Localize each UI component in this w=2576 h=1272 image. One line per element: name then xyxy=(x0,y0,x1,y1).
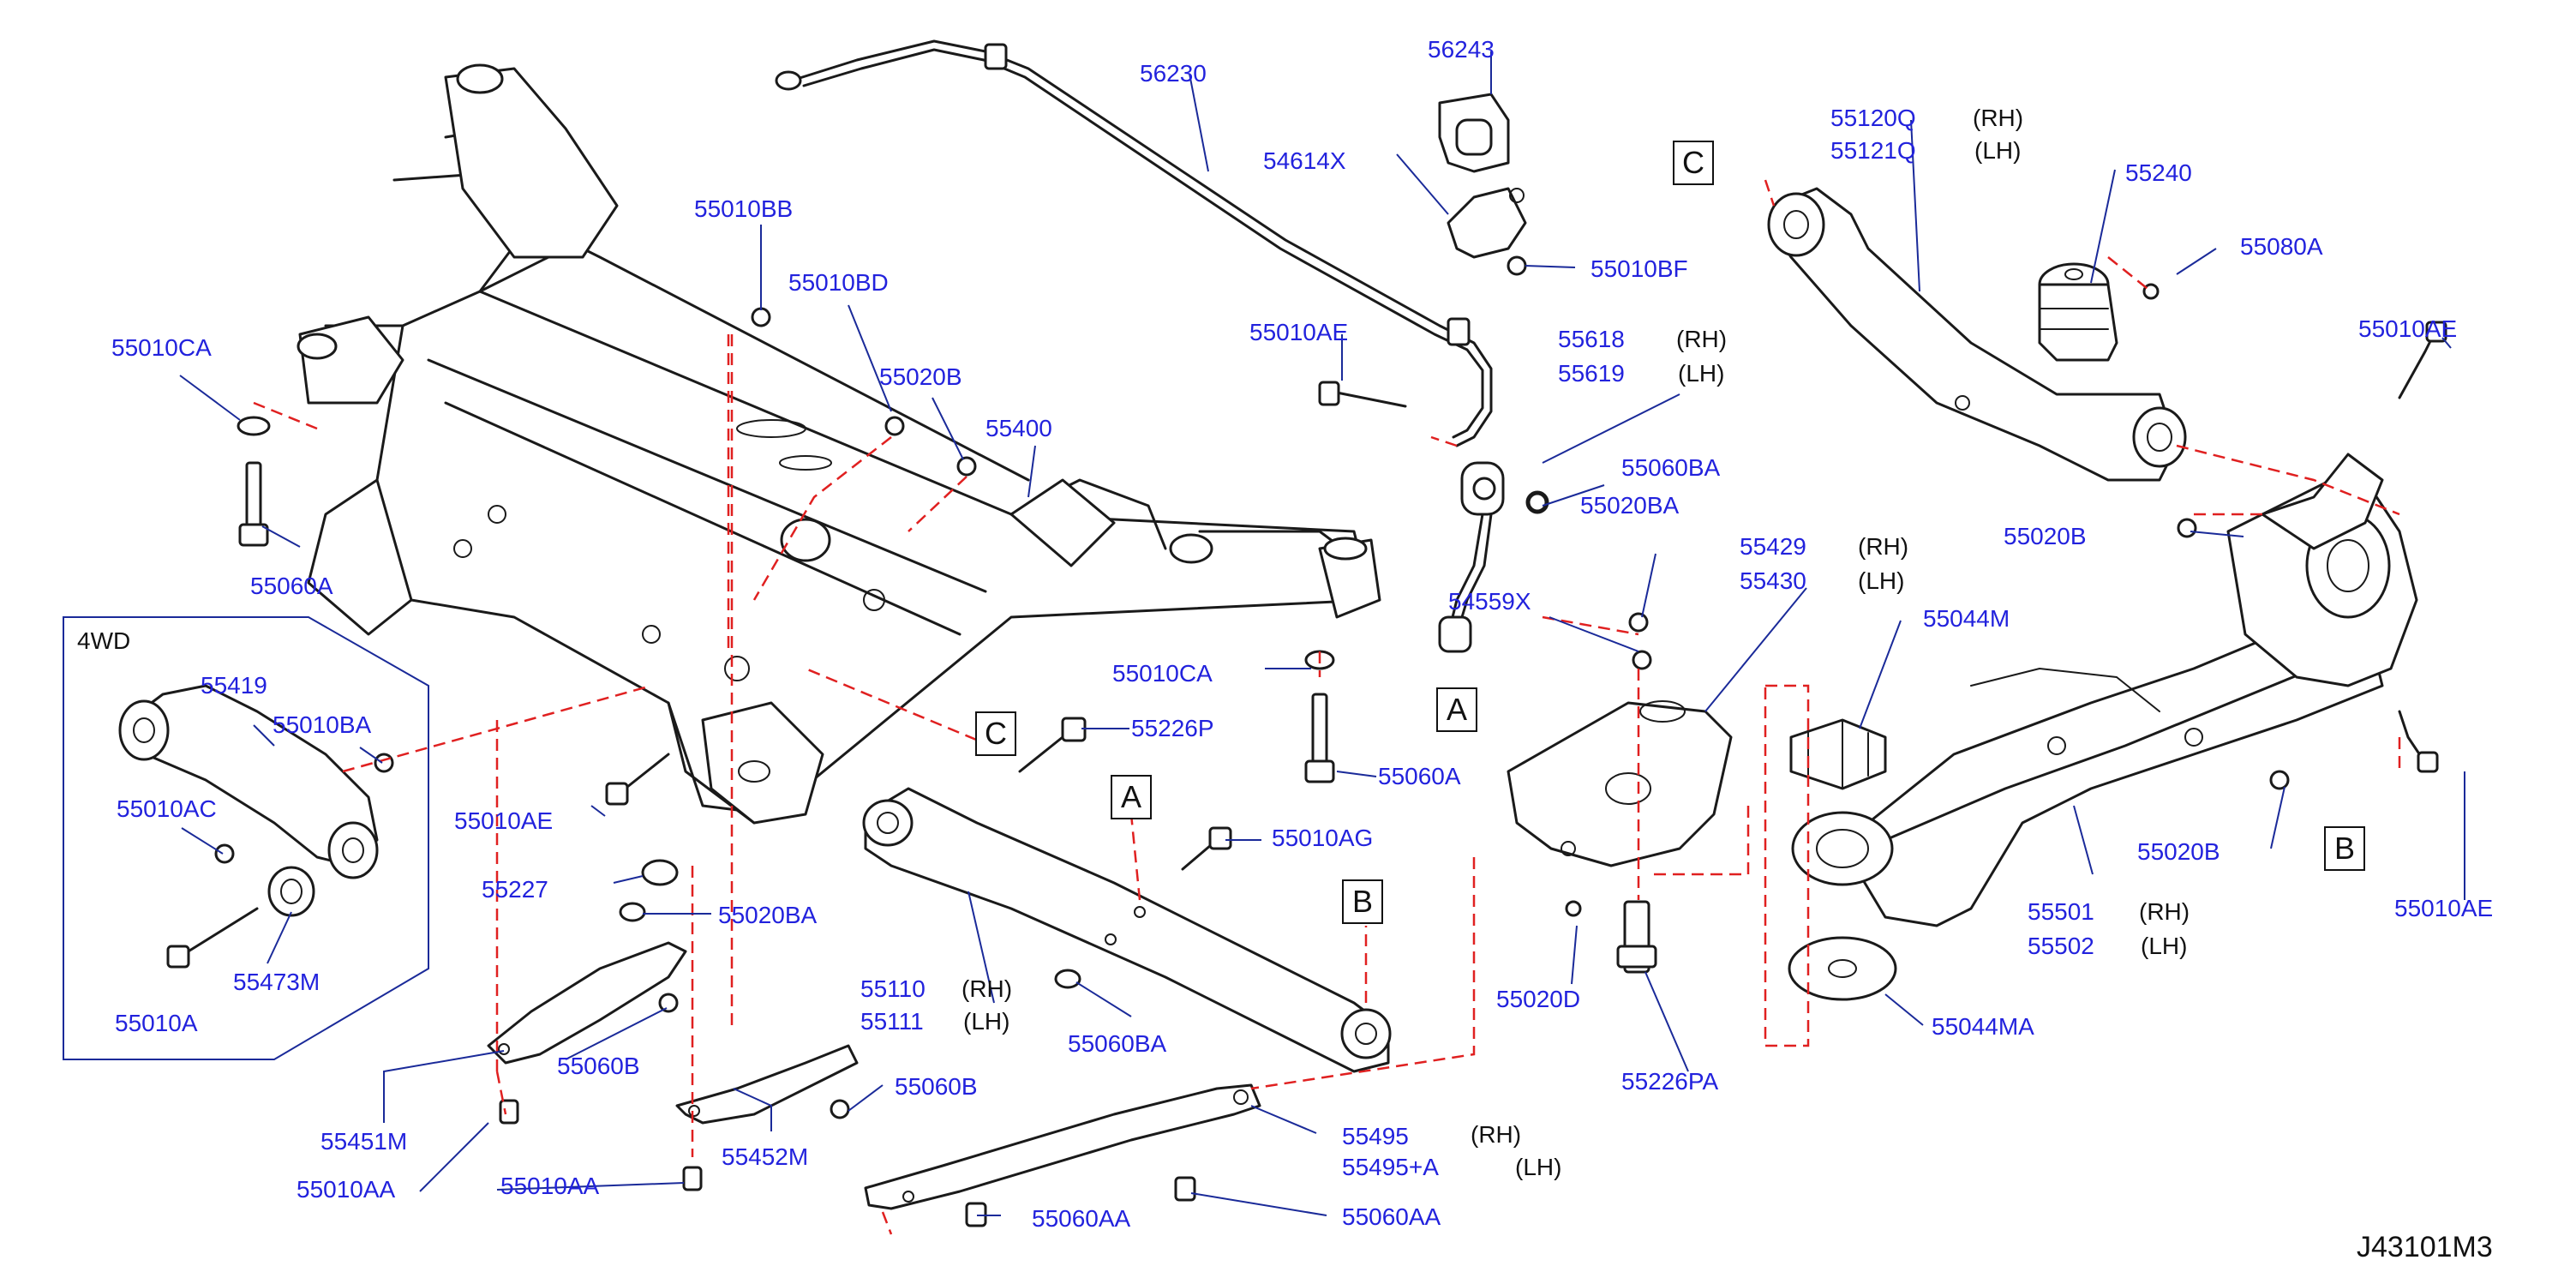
part-number-55010ae-right: 55010AE xyxy=(2358,315,2458,342)
part-number-54614x: 54614X xyxy=(1263,147,1346,174)
part-number-55080a: 55080A xyxy=(2240,233,2323,260)
part-number-55110: 55110 xyxy=(860,975,926,1002)
ref-letter-b-arm: B xyxy=(2324,826,2365,871)
part-number-55020b-right-top: 55020B xyxy=(2004,523,2087,549)
side-lh-55121q: (LH) xyxy=(1974,137,2022,164)
part-number-55060b-mid: 55060B xyxy=(895,1073,978,1100)
side-lh-55502: (LH) xyxy=(2141,933,2188,959)
part-number-55010a: 55010A xyxy=(115,1010,198,1036)
side-rh-55110: (RH) xyxy=(962,975,1013,1002)
side-rh-55120q: (RH) xyxy=(1973,105,2024,131)
left-hardware-illustration xyxy=(237,307,1335,922)
leader-lines xyxy=(179,51,2465,1216)
part-number-55400: 55400 xyxy=(985,415,1052,441)
part-number-55010ae-top: 55010AE xyxy=(1249,319,1349,345)
part-number-55010ae-left: 55010AE xyxy=(454,807,554,834)
lateral-link-illustration xyxy=(862,787,1392,1073)
part-number-54559x: 54559X xyxy=(1448,588,1531,615)
side-rh-55501: (RH) xyxy=(2139,898,2190,925)
spring-rubber-seat-illustration xyxy=(1788,718,1897,1001)
part-number-55430: 55430 xyxy=(1740,567,1806,594)
part-number-55020ba-mid: 55020BA xyxy=(718,902,818,928)
inset-title-4wd: 4WD xyxy=(77,627,131,654)
inset-4wd-frame xyxy=(63,616,429,1060)
diagram-code: J43101M3 xyxy=(2357,1231,2493,1263)
shock-bracket-illustration xyxy=(1507,700,1733,974)
part-number-56243: 56243 xyxy=(1428,36,1495,63)
part-number-55451m: 55451M xyxy=(321,1128,408,1155)
part-number-55120q: 55120Q xyxy=(1830,105,1916,131)
part-number-55060ba-top: 55060BA xyxy=(1621,454,1721,481)
part-number-55226p: 55226P xyxy=(1131,715,1214,741)
part-number-55240: 55240 xyxy=(2125,159,2192,186)
part-number-55010ca-mid: 55010CA xyxy=(1112,660,1213,687)
part-number-55429: 55429 xyxy=(1740,533,1806,560)
part-number-55473m: 55473M xyxy=(233,969,321,995)
ref-letter-c-top: C xyxy=(1673,141,1714,185)
part-number-55060b-left: 55060B xyxy=(557,1053,640,1079)
part-number-55044ma: 55044MA xyxy=(1932,1013,2034,1040)
part-number-55010aa-left: 55010AA xyxy=(297,1176,396,1203)
stay-illustration xyxy=(487,941,859,1191)
side-lh-55430: (LH) xyxy=(1858,567,1905,594)
part-number-55111: 55111 xyxy=(860,1008,924,1035)
part-number-55452m: 55452M xyxy=(722,1143,809,1170)
part-number-56230: 56230 xyxy=(1140,60,1207,87)
part-number-55010ag: 55010AG xyxy=(1272,825,1374,851)
part-number-55010aa-mid: 55010AA xyxy=(500,1173,600,1199)
part-number-55618: 55618 xyxy=(1558,326,1625,352)
side-rh-55495: (RH) xyxy=(1471,1121,1522,1148)
subframe-illustration xyxy=(297,63,1381,825)
right-hardware-illustration xyxy=(1527,321,2447,790)
side-lh-55111: (LH) xyxy=(963,1008,1010,1035)
stabilizer-link-illustration xyxy=(1318,381,1549,653)
part-number-55020b-top: 55020B xyxy=(879,363,962,390)
ref-letter-b-lateral: B xyxy=(1342,879,1383,924)
part-number-55060a-mid: 55060A xyxy=(1378,763,1461,789)
part-number-55060aa-left: 55060AA xyxy=(1032,1205,1131,1232)
part-number-55419: 55419 xyxy=(201,672,267,699)
part-number-55495: 55495 xyxy=(1342,1123,1409,1149)
stabilizer-bar-illustration xyxy=(775,39,1493,447)
part-number-55060a-left: 55060A xyxy=(250,573,333,599)
part-number-55502: 55502 xyxy=(2028,933,2094,959)
ref-letter-a-lateral: A xyxy=(1111,775,1152,819)
part-number-55619: 55619 xyxy=(1558,360,1625,387)
radius-rod-illustration xyxy=(864,1083,1261,1227)
part-number-55010bd: 55010BD xyxy=(788,269,889,296)
part-number-55020b-right-mid: 55020B xyxy=(2137,838,2220,865)
inset-4wd-illustration xyxy=(118,684,394,969)
part-number-55495-a: 55495+A xyxy=(1342,1154,1439,1180)
part-number-55227: 55227 xyxy=(482,876,548,903)
spring-seat-illustration xyxy=(2038,262,2160,362)
side-lh-55619: (LH) xyxy=(1678,360,1725,387)
part-number-55060aa-right: 55060AA xyxy=(1342,1203,1441,1230)
lower-arm-knuckle-illustration xyxy=(1858,453,2418,927)
ref-letter-c-subframe: C xyxy=(975,711,1016,756)
part-number-55044m: 55044M xyxy=(1923,605,2010,632)
part-number-55010ca-left: 55010CA xyxy=(111,334,212,361)
part-number-55010bb: 55010BB xyxy=(694,195,794,222)
part-number-55020d: 55020D xyxy=(1496,986,1581,1012)
part-number-55010ac: 55010AC xyxy=(117,795,217,822)
part-number-55010bf: 55010BF xyxy=(1591,255,1688,282)
part-number-55226pa: 55226PA xyxy=(1621,1068,1719,1095)
stabilizer-bushing-illustration xyxy=(1438,93,1527,276)
phantom-lines xyxy=(253,179,2401,1235)
part-number-55121q: 55121Q xyxy=(1830,137,1916,164)
part-number-55060ba-mid: 55060BA xyxy=(1068,1030,1167,1057)
part-number-55010ba: 55010BA xyxy=(273,711,372,738)
part-number-55501: 55501 xyxy=(2028,898,2094,925)
side-rh-55618: (RH) xyxy=(1676,326,1728,352)
part-number-55020ba-top: 55020BA xyxy=(1580,492,1680,519)
side-lh-55495-a: (LH) xyxy=(1515,1154,1562,1180)
side-rh-55429: (RH) xyxy=(1858,533,1909,560)
upper-link-illustration xyxy=(1767,187,2187,482)
ref-letter-a-stabilizer: A xyxy=(1436,687,1477,732)
part-number-55010ae-right-bottom: 55010AE xyxy=(2394,895,2494,921)
